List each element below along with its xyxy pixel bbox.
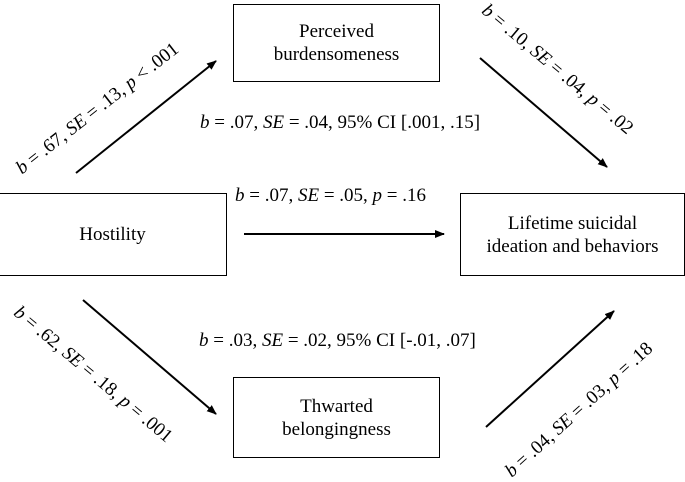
belongingness-line2: belongingness [282,418,391,440]
burdensomeness-line1: Perceived [299,21,374,42]
direct-effect-label: b = .07, SE = .05, p = .16 [235,185,426,207]
text-segment: = .05, [319,185,373,206]
italic-symbol: b [199,330,209,351]
lifetime-suicidal-ideation-box: Lifetime suicidal ideation and behaviors [460,193,685,276]
text-segment: = .04, 95% CI [.001, .15] [284,112,481,133]
outcome-line2: ideation and behaviors [486,235,659,257]
text-segment: = .07, [209,112,263,133]
belongingness-line1: Thwarted [300,395,373,417]
arrows-layer [75,57,615,428]
perceived-burdensomeness-box: Perceived burdensomeness [233,4,440,82]
arrow-belongingness-to-outcome [485,310,615,428]
indirect-effect-burdensomeness-label: b = .07, SE = .04, 95% CI [.001, .15] [200,112,480,134]
text-segment: = .16 [382,185,427,206]
text-segment: = .07, [244,185,298,206]
italic-symbol: SE [261,330,284,351]
hostility-box: Hostility [0,193,227,276]
arrow-hostility-to-belongingness [82,299,217,415]
text-segment: = .03, [208,330,262,351]
indirect-effect-belongingness-label: b = .03, SE = .02, 95% CI [-.01, .07] [199,330,476,352]
thwarted-belongingness-box: Thwarted belongingness [233,377,440,458]
italic-symbol: SE [262,112,285,133]
hostility-label: Hostility [79,224,146,245]
italic-symbol: b [200,112,210,133]
arrow-burdensomeness-to-outcome [479,57,608,168]
italic-symbol: b [235,185,245,206]
text-segment: = .02, 95% CI [-.01, .07] [283,330,476,351]
italic-symbol: p [372,185,383,206]
burdensomeness-line2: burdensomeness [273,44,400,65]
arrow-hostility-to-burdensomeness [75,60,217,174]
italic-symbol: SE [297,185,320,206]
outcome-line1: Lifetime suicidal [507,212,638,234]
